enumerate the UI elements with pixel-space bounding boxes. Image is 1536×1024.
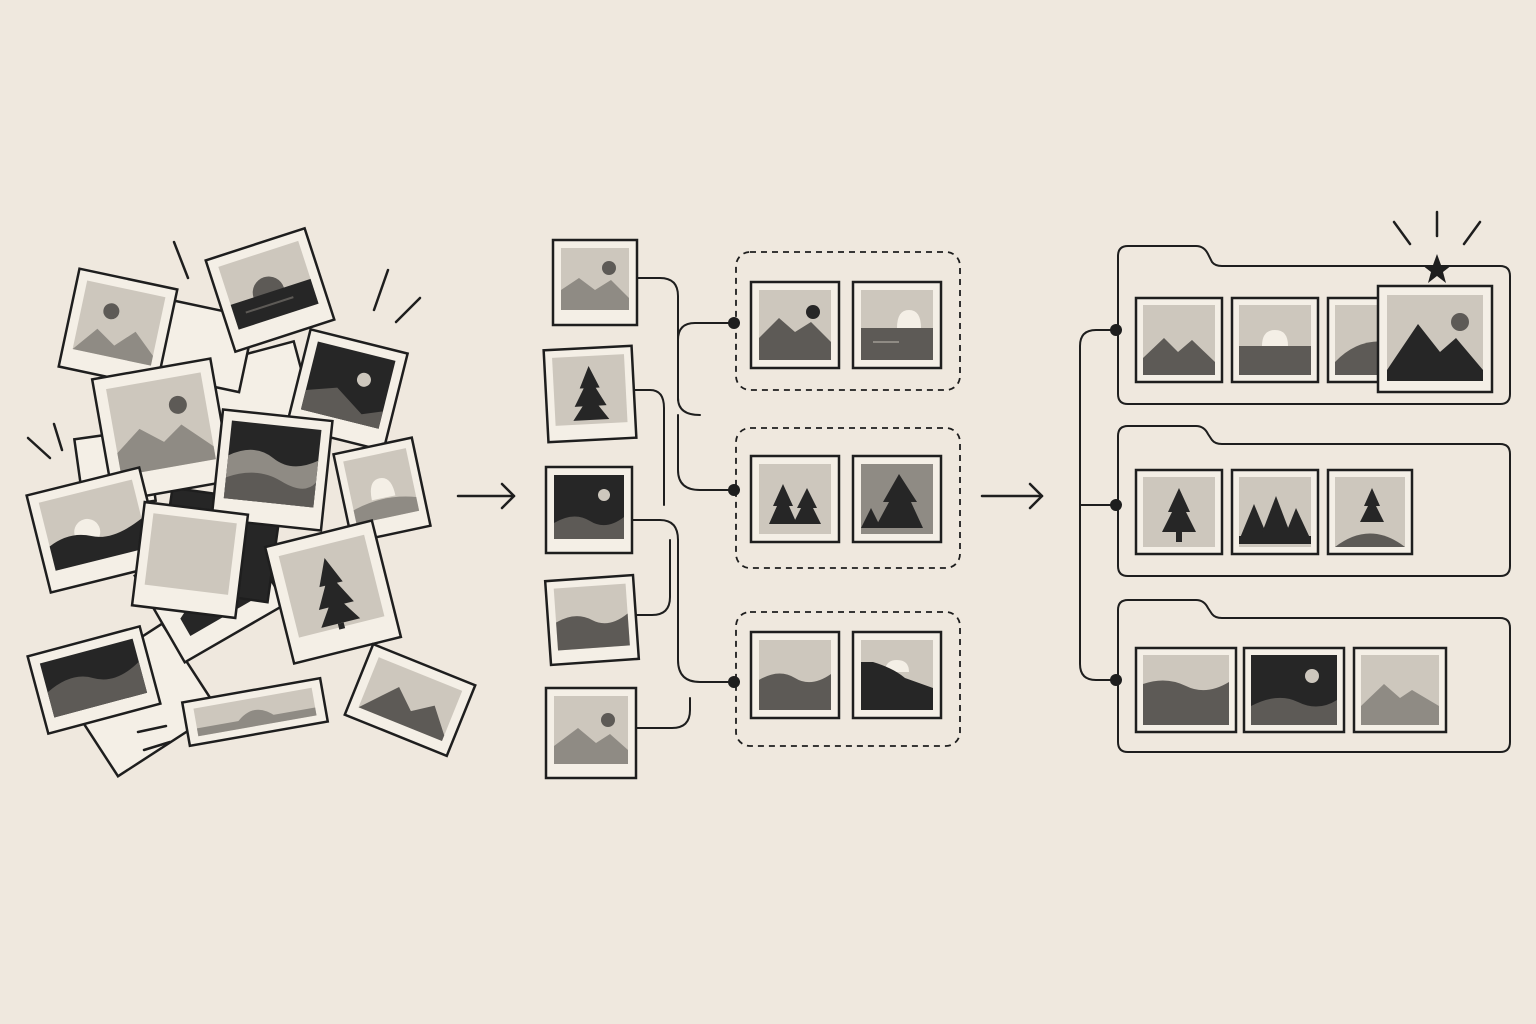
photo-print: [1230, 296, 1320, 384]
sparkle-marks: [1392, 210, 1482, 246]
photo-print: [543, 573, 641, 667]
photo-folder: [1117, 599, 1511, 753]
photo-print: [25, 465, 165, 595]
featured-photo: [1376, 284, 1494, 394]
dot-node-icon: [728, 484, 740, 496]
right-arrow-icon: [456, 482, 516, 510]
scattered-photo-pile: [25, 226, 477, 779]
photo-print: [1352, 646, 1448, 734]
photo-print: [851, 630, 943, 720]
photo-print: [1242, 646, 1346, 734]
photo-print: [57, 267, 179, 389]
photo-print: [130, 500, 250, 620]
photo-print: [26, 624, 162, 736]
photo-folder: [1117, 210, 1511, 405]
photo-print: [1230, 468, 1320, 556]
dot-node-icon: [1110, 674, 1122, 686]
dot-node-icon: [1110, 499, 1122, 511]
photo-print: [749, 630, 841, 720]
photo-group: [728, 611, 961, 747]
photo-print: [263, 518, 403, 666]
photo-print: [204, 226, 336, 354]
photo-group: [728, 427, 961, 569]
photo-print: [210, 408, 334, 532]
right-arrow-icon: [980, 482, 1044, 510]
dot-node-icon: [728, 317, 740, 329]
dot-node-icon: [1110, 324, 1122, 336]
organized-folders: [1079, 210, 1511, 753]
photo-print: [1326, 468, 1414, 556]
photo-print: [749, 280, 841, 370]
photo-group: [728, 251, 961, 391]
motion-marks: [26, 240, 422, 752]
star-icon: [1422, 254, 1452, 283]
dot-node-icon: [728, 676, 740, 688]
photo-print: [851, 454, 943, 544]
photo-print: [544, 465, 634, 555]
photo-print: [542, 344, 638, 444]
photo-folder: [1117, 425, 1511, 577]
photo-print: [544, 686, 638, 780]
photo-print: [1134, 646, 1238, 734]
photo-print: [343, 642, 477, 758]
photo-print: [1134, 468, 1224, 556]
photo-print: [1134, 296, 1224, 384]
photo-print: [332, 436, 432, 544]
photo-print: [180, 676, 330, 748]
sorting-stage: [542, 238, 961, 780]
connector-lines: [630, 277, 735, 729]
photo-print: [851, 280, 943, 370]
photo-print: [90, 357, 234, 503]
photo-print: [551, 238, 639, 327]
photo-print: [749, 454, 841, 544]
